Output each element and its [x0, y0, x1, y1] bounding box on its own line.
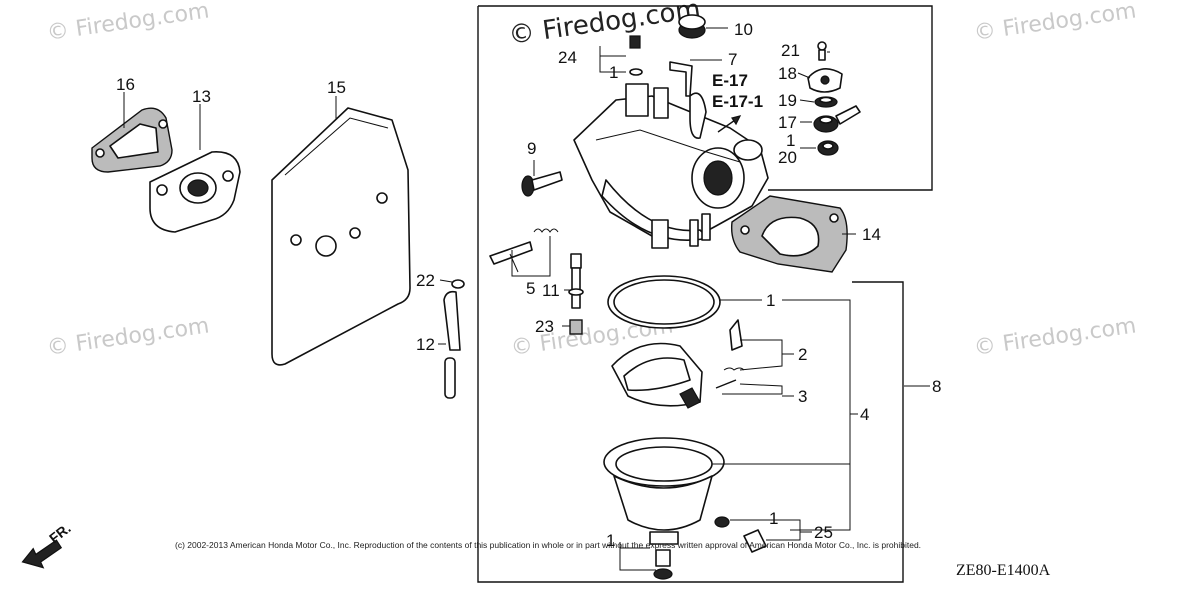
gasket-16 — [91, 107, 173, 173]
screw-9 — [521, 171, 563, 197]
callout-1-oring: 1 — [766, 291, 775, 310]
gasket-14 — [730, 195, 848, 273]
callout-20: 20 — [778, 148, 797, 167]
callout-3: 3 — [798, 387, 807, 406]
reference-labels: E-17 E-17-1 — [712, 71, 763, 133]
callout-21: 21 — [781, 41, 800, 60]
lever-17 — [813, 105, 861, 133]
callout-12: 12 — [416, 335, 435, 354]
jet-23 — [569, 319, 583, 335]
plate-15 — [271, 107, 411, 366]
callout-15: 15 — [327, 78, 346, 97]
pilot-screw-5 — [489, 228, 559, 265]
callout-14: 14 — [862, 225, 881, 244]
tube-12 — [443, 290, 461, 399]
leader-lines — [123, 27, 930, 571]
watermark-top-center: © Firedog.com — [507, 0, 703, 51]
clip-22 — [451, 279, 465, 289]
float — [611, 342, 703, 409]
callout-19: 19 — [778, 91, 797, 110]
front-direction-arrow: FR. — [21, 520, 74, 569]
float-pin-3 — [715, 379, 737, 389]
callout-1-bolt: 1 — [769, 509, 778, 528]
bottom-bolt — [653, 549, 673, 580]
float-needle-2 — [723, 319, 745, 371]
callout-24: 24 — [558, 48, 577, 67]
o-ring-1 — [607, 275, 721, 329]
screw-21 — [817, 41, 827, 61]
callout-10: 10 — [734, 20, 753, 39]
callout-1-right: 1 — [786, 131, 795, 150]
diagram-code: ZE80-E1400A — [956, 562, 1051, 579]
watermark-mid-left: © Firedog.com — [45, 313, 211, 361]
callout-9: 9 — [527, 139, 536, 158]
callout-18: 18 — [778, 64, 797, 83]
carburetor-body — [573, 83, 769, 249]
washer-19 — [814, 96, 838, 108]
callout-13: 13 — [192, 87, 211, 106]
nozzle-11 — [568, 253, 584, 309]
ref-e17: E-17 — [712, 71, 748, 90]
fr-label: FR. — [46, 520, 74, 546]
callout-23: 23 — [535, 317, 554, 336]
callout-17: 17 — [778, 113, 797, 132]
callout-2: 2 — [798, 345, 807, 364]
callout-numbers: 16 13 15 10 24 1 7 21 18 19 17 1 20 9 14… — [116, 20, 941, 550]
callout-22: 22 — [416, 271, 435, 290]
cap-10 — [678, 14, 706, 39]
callout-8: 8 — [932, 377, 941, 396]
lever-7 — [669, 61, 693, 97]
callout-7: 7 — [728, 50, 737, 69]
assembly-boundary — [477, 5, 933, 583]
seal-20 — [817, 140, 839, 156]
ref-e17-1: E-17-1 — [712, 92, 763, 111]
callout-1-bottom: 1 — [606, 531, 615, 550]
callout-1-top: 1 — [609, 63, 618, 82]
callout-11: 11 — [542, 281, 560, 300]
insulator-13 — [149, 151, 241, 233]
copyright-notice: (c) 2002-2013 American Honda Motor Co., … — [175, 540, 921, 550]
callout-4: 4 — [860, 405, 869, 424]
watermark-mid-right: © Firedog.com — [972, 313, 1138, 361]
plate-18 — [807, 68, 843, 93]
float-chamber — [603, 437, 725, 545]
screw-24 — [629, 35, 643, 76]
watermark-top-left: © Firedog.com — [45, 0, 211, 46]
callout-25: 25 — [814, 523, 833, 542]
drain-bolt-25 — [714, 516, 767, 553]
watermark-top-right: © Firedog.com — [972, 0, 1138, 46]
callout-5: 5 — [526, 279, 535, 298]
callout-16: 16 — [116, 75, 135, 94]
